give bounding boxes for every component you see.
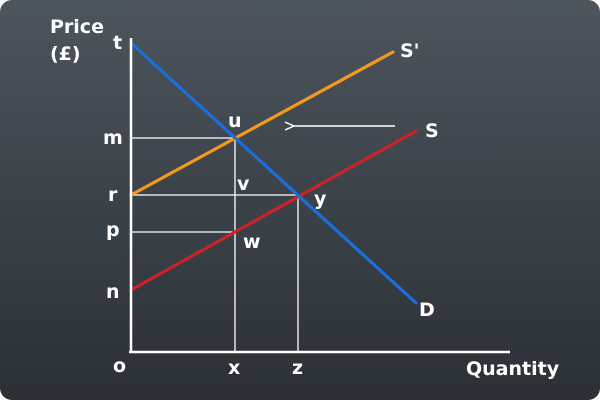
point-label-u: u	[228, 110, 242, 132]
origin-label: o	[113, 355, 126, 377]
price-tick-m: m	[103, 127, 123, 149]
quantity-tick-z: z	[292, 357, 303, 379]
y-axis-label-line2: (£)	[50, 43, 81, 65]
curve-label-supply: S	[425, 120, 439, 142]
price-tick-t: t	[113, 32, 122, 54]
quantity-tick-x: x	[228, 357, 240, 379]
y-axis-label-line1: Price	[50, 16, 104, 38]
point-label-v: v	[237, 173, 250, 195]
point-label-y: y	[314, 188, 327, 210]
supply-curve	[129, 129, 418, 292]
curve-label-supply-shifted: S'	[400, 40, 420, 62]
price-tick-r: r	[108, 184, 118, 206]
curve-label-demand: D	[419, 299, 435, 321]
price-tick-n: n	[106, 281, 120, 303]
demand-curve	[129, 41, 418, 305]
x-axis-label: Quantity	[466, 358, 560, 380]
price-tick-p: p	[106, 219, 120, 241]
supply-shifted-curve	[129, 50, 395, 197]
point-label-w: w	[243, 231, 261, 253]
